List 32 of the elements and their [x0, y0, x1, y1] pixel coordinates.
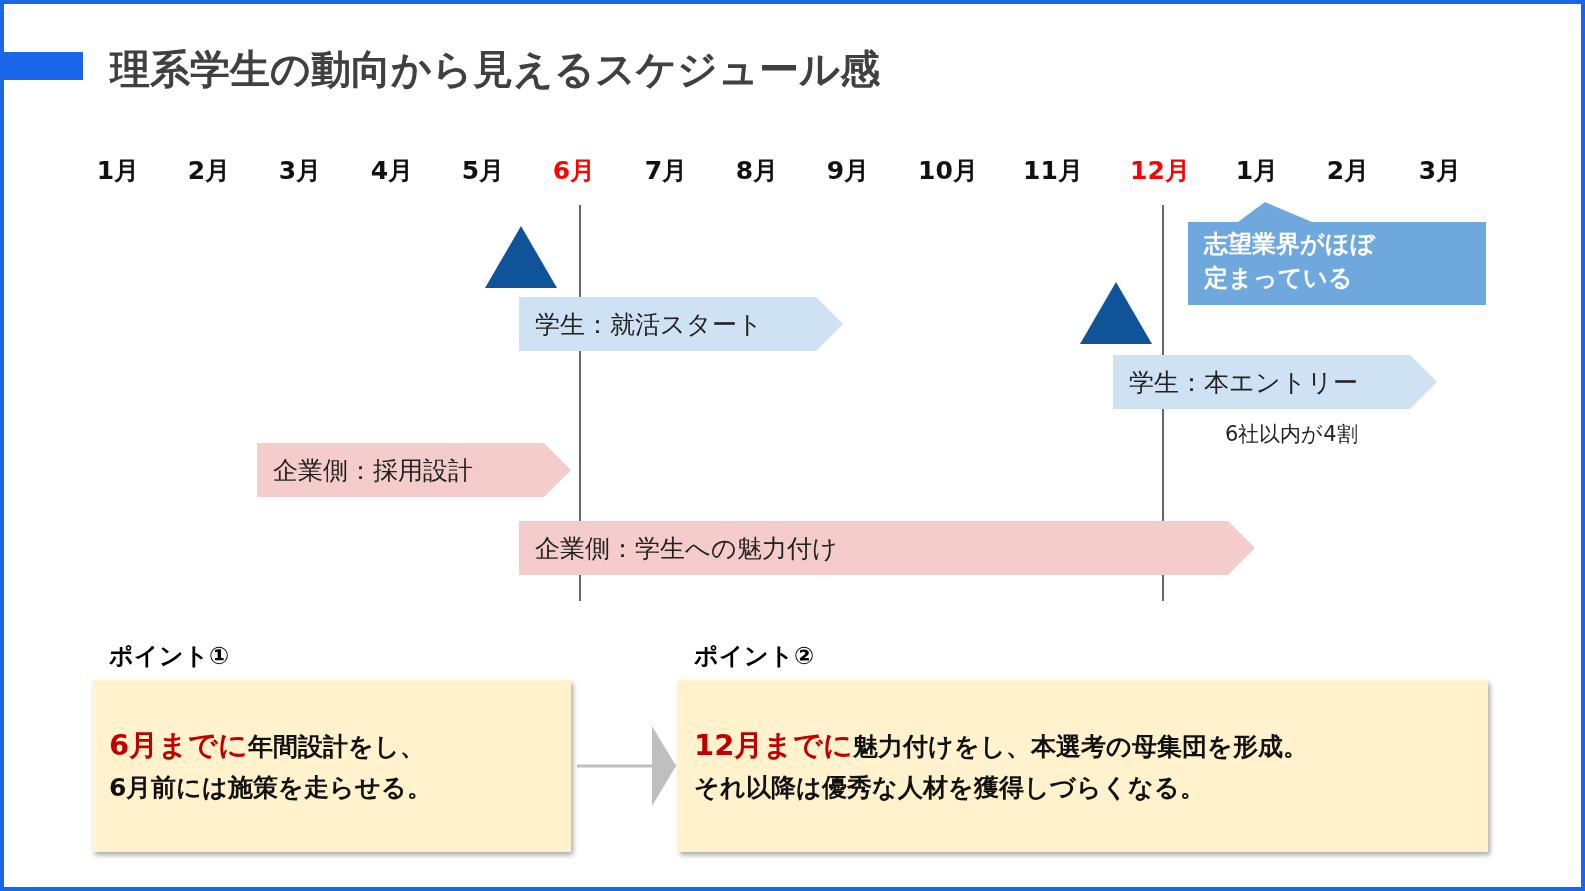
- chevron-arrow: [577, 726, 676, 806]
- month-label: 12月: [1130, 155, 1190, 187]
- month-label: 3月: [278, 155, 322, 187]
- bar-note: 6社以内が4割: [1225, 421, 1358, 448]
- month-label: 5月: [461, 155, 505, 187]
- timeline-bar: [1113, 355, 1437, 409]
- month-label: 10月: [918, 155, 978, 187]
- timeline-bar: [519, 297, 843, 351]
- timeline-bar: [519, 521, 1255, 575]
- month-label: 1月: [1235, 155, 1279, 187]
- month-label: 7月: [644, 155, 688, 187]
- point-heading: ポイント②: [694, 641, 815, 672]
- callout-box: [1188, 202, 1486, 305]
- month-label: 1月: [96, 155, 140, 187]
- month-label: 9月: [826, 155, 870, 187]
- page-title: 理系学生の動向から見えるスケジュール感: [110, 45, 880, 94]
- point-text: 12月までに魅力付けをし、本選考の母集団を形成。それ以降は優秀な人材を獲得しづらくなる。: [694, 727, 1310, 805]
- timeline-bar: [257, 443, 571, 497]
- bar-label: 企業側：採用設計: [273, 454, 473, 487]
- month-label: 4月: [370, 155, 414, 187]
- month-label: 8月: [735, 155, 779, 187]
- callout-text: 志望業界がほぼ定まっている: [1204, 229, 1377, 294]
- month-label: 6月: [552, 155, 596, 187]
- point-heading: ポイント①: [109, 641, 230, 672]
- point-text: 6月までに年間設計をし、6月前には施策を走らせる。: [109, 727, 434, 805]
- month-label: 11月: [1023, 155, 1083, 187]
- month-label: 2月: [187, 155, 231, 187]
- bar-label: 企業側：学生への魅力付け: [535, 532, 838, 565]
- month-label: 3月: [1418, 155, 1462, 187]
- month-label: 2月: [1326, 155, 1370, 187]
- bar-label: 学生：就活スタート: [535, 308, 763, 341]
- bar-label: 学生：本エントリー: [1129, 366, 1358, 399]
